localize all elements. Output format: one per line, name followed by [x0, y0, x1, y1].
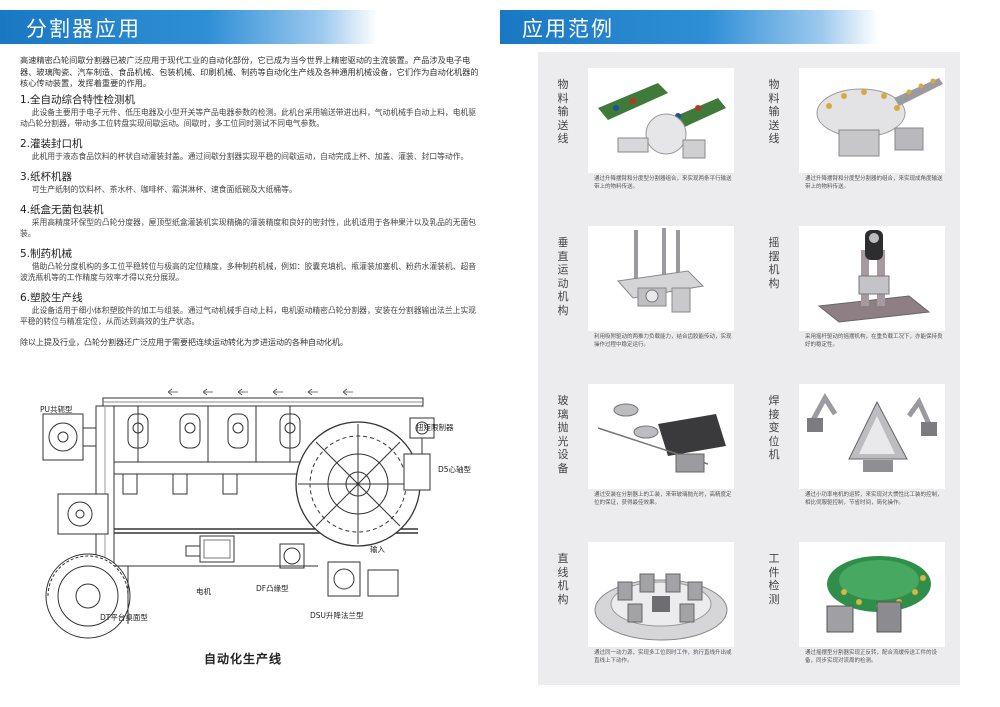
example-photo [799, 226, 945, 331]
section-body: 此机用于液态食品饮料的杯状自动灌装封盖。通过间歇分割器实现平稳的间歇运动，自动完… [31, 152, 469, 161]
example-description: 利用吸附驱动的两推力负载能力，结合齿胶能传动，实现操作过程中稳定运行。 [594, 334, 732, 348]
example-photo [799, 384, 945, 489]
workpiece-inspection-photo-icon [799, 542, 945, 647]
example-description: 通过升降摆臂和分度型分割器的组合，来实现成角度输送带上的物料传送。 [805, 176, 943, 190]
section-1: 1.全自动综合特性检测机 此设备主要用于电子元件、低压电器及小型开关等产品电器参… [20, 94, 482, 129]
right-page: 应用范例 物料输送线 通过升降摆臂和分度型分割器组合，来实现两条平行输送带上的物… [500, 0, 1000, 707]
left-title-bar: 分割器应用 [0, 10, 378, 44]
vertical-motion-photo-icon [588, 226, 734, 331]
section-body: 采用高精度环保型的凸轮分度器，屋顶型纸盒灌装机实现精确的灌装精度和良好的密封性，… [20, 218, 477, 238]
section-3: 3.纸杯机器 可生产纸制的饮料杯、茶水杯、咖啡杯、霜淇淋杯、速食面纸碗及大纸桶等… [20, 171, 482, 195]
section-heading: 2.灌装封口机 [20, 138, 83, 150]
label-dsu: DSU升降法兰型 [310, 611, 364, 620]
linear-mechanism-photo-icon [588, 542, 734, 647]
label-torque-limiter: 扭矩限制器 [416, 423, 454, 432]
example-photo [588, 542, 734, 647]
closing-paragraph: 除以上提及行业，凸轮分割器还广泛应用于需要把连续运动转化为步进运动的各种自动化机… [20, 338, 348, 347]
left-page: 分割器应用 高速精密凸轮间歇分割器已被广泛应用于现代工业的自动化部份，它已成为当… [0, 10, 486, 674]
dial-conveyor-photo-icon [799, 68, 945, 173]
example-label: 焊接变位机 [768, 394, 780, 461]
left-page-title: 分割器应用 [26, 17, 141, 41]
label-input: 输入 [370, 545, 385, 554]
label-df: DF凸缘型 [256, 584, 289, 593]
section-heading: 3.纸杯机器 [20, 171, 73, 183]
example-label: 玻璃抛光设备 [557, 394, 569, 475]
section-body: 此设备适用于细小体积塑胶件的加工与组装。通过气动机械手自动上料，电机驱动精密凸轮… [20, 306, 477, 326]
section-body: 借助凸轮分度机构的多工位平稳转位与极高的定位精度，多种制药机械，例如：胶囊充填机… [20, 262, 477, 282]
example-description: 通过升降摆臂和分度型分割器组合，来实现两条平行输送带上的物料传送。 [594, 176, 732, 190]
example-description: 通过同一动力源，实现多工位同时工作，执行直线升出或直线上下动作。 [594, 650, 732, 664]
section-heading: 6.塑胶生产线 [20, 292, 83, 304]
glass-polishing-photo-icon [588, 384, 734, 489]
example-photo [588, 68, 734, 173]
example-label: 物料输送线 [557, 78, 569, 145]
example-label: 直线机构 [557, 552, 569, 606]
example-item: 玻璃抛光设备 通过安装在分割器上的工装，来带玻璃抛光时，高精度定位的保证，获得最… [538, 368, 749, 526]
section-body: 可生产纸制的饮料杯、茶水杯、咖啡杯、霜淇淋杯、速食面纸碗及大纸桶等。 [31, 185, 297, 194]
swing-mechanism-photo-icon [799, 226, 945, 331]
example-item: 物料输送线 通过升降摆臂和分度型分割器组合，来实现两条平行输送带上的物料传送。 [538, 52, 749, 210]
example-description: 采用摇杆驱动的摇摆机构，在重负载工况下，亦能保持良好的稳定性。 [805, 334, 943, 348]
welding-positioner-photo-icon [799, 384, 945, 489]
example-photo [799, 68, 945, 173]
right-page-title: 应用范例 [522, 17, 614, 41]
example-description: 通过安装在分割器上的工装，来带玻璃抛光时，高精度定位的保证，获得最佳效果。 [594, 492, 732, 506]
example-description: 通过小功率电机的运转，来实现对大惯性比工装的控制，相比伺服驱控制，节省时间，简化… [805, 492, 943, 506]
application-gallery: 物料输送线 通过升降摆臂和分度型分割器组合，来实现两条平行输送带上的物料传送。 … [538, 52, 960, 685]
example-label: 摇摆机构 [768, 236, 780, 290]
section-heading: 1.全自动综合特性检测机 [20, 94, 136, 106]
right-title-bar: 应用范例 [500, 10, 878, 44]
label-motor: 电机 [196, 587, 211, 596]
conveyor-photo-icon [588, 68, 734, 173]
example-item: 直线机构 通过同一动力源，实现多工位同时工作，执行直线升出或直线上下动作。 [538, 526, 749, 684]
example-item: 垂直运动机构 利用吸附驱动的两推力负载能力，结合齿胶能传动，实现操作过程中稳定运… [538, 210, 749, 368]
section-6: 6.塑胶生产线 此设备适用于细小体积塑胶件的加工与组装。通过气动机械手自动上料，… [20, 292, 482, 327]
label-d5: D5心轴型 [438, 465, 472, 474]
intro-paragraph: 高速精密凸轮间歇分割器已被广泛应用于现代工业的自动化部份，它已成为当今世界上精密… [20, 55, 479, 88]
example-item: 摇摆机构 采用摇杆驱动的摇摆机构，在重负载工况下，亦能保持良好的稳定性。 [749, 210, 960, 368]
section-heading: 4.纸盒无菌包装机 [20, 204, 104, 216]
example-photo [588, 226, 734, 331]
example-photo [799, 542, 945, 647]
diagram-caption: 自动化生产线 [204, 652, 283, 666]
section-4: 4.纸盒无菌包装机 采用高精度环保型的凸轮分度器，屋顶型纸盒灌装机实现精确的灌装… [20, 204, 482, 239]
example-item: 工件检测 通过摇摆型分割器实现正反转，配合流缓传送工件的设备，同步实现对流周的检… [749, 526, 960, 684]
example-label: 物料输送线 [768, 78, 780, 145]
example-photo [588, 384, 734, 489]
section-body: 此设备主要用于电子元件、低压电器及小型开关等产品电器参数的检测。此机台采用输送带… [20, 108, 477, 128]
production-line-drawing [42, 388, 435, 639]
example-label: 工件检测 [768, 552, 780, 606]
section-heading: 5.制药机械 [20, 248, 73, 260]
example-item: 物料输送线 通过升降摆臂和分度型分割器的组合，来实现成角度输送带上的物料传送。 [749, 52, 960, 210]
example-item: 焊接变位机 通过小功率电机的运转，来实现对大惯性比工装的控制，相比伺服驱控制，节… [749, 368, 960, 526]
example-description: 通过摇摆型分割器实现正反转，配合流缓传送工件的设备，同步实现对流周的检测。 [805, 650, 938, 664]
application-sections: 1.全自动综合特性检测机 此设备主要用于电子元件、低压电器及小型开关等产品电器参… [20, 94, 482, 336]
label-pu: PU共轭型 [40, 405, 73, 414]
section-2: 2.灌装封口机 此机用于液态食品饮料的杯状自动灌装封盖。通过间歇分割器实现平稳的… [20, 138, 482, 162]
example-label: 垂直运动机构 [557, 236, 569, 317]
section-5: 5.制药机械 借助凸轮分度机构的多工位平稳转位与极高的定位精度，多种制药机械，例… [20, 248, 482, 283]
label-dt: DT平台桌面型 [100, 613, 148, 622]
production-line-diagram: PU共轭型 扭矩限制器 D5心轴型 电机 DF凸缘型 DSU升降法兰型 DT平台… [18, 384, 486, 674]
